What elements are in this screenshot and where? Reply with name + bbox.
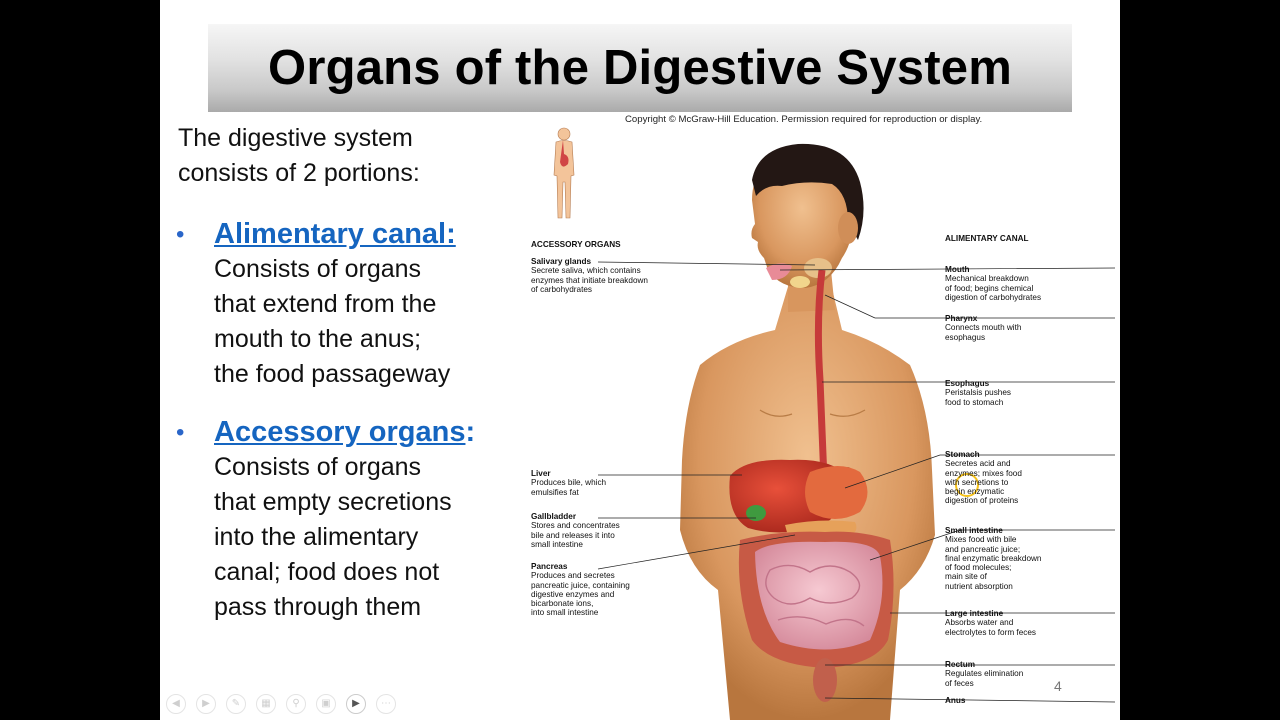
intro-line-1: The digestive system	[178, 124, 413, 152]
mini-figure-icon	[553, 127, 575, 219]
more-icon[interactable]: ⋯	[376, 694, 396, 714]
slide-title: Organs of the Digestive System	[268, 41, 1012, 95]
label-stomach: Stomach Secretes acid and enzymes; mixes…	[945, 450, 1022, 506]
label-pharynx: Pharynx Connects mouth with esophagus	[945, 314, 1022, 342]
bullet-alimentary-canal: • Alimentary canal: Consists of organs t…	[176, 217, 518, 392]
head	[751, 143, 864, 312]
bullet-colon: :	[465, 416, 476, 448]
label-pancreas: Pancreas Produces and secretes pancreati…	[531, 562, 630, 618]
small-intestine-shape	[755, 541, 883, 650]
bullet-heading: Alimentary canal:	[214, 218, 456, 250]
bullet-line: that extend from the	[214, 290, 437, 318]
intro-line-2: consists of 2 portions:	[178, 159, 420, 187]
bullet-line: the food passageway	[214, 360, 451, 388]
alimentary-canal-header: ALIMENTARY CANAL	[945, 234, 1029, 243]
cursor-highlight	[955, 473, 979, 497]
bullet-accessory-organs: • Accessory organs: Consists of organs t…	[176, 415, 518, 625]
label-esophagus: Esophagus Peristalsis pushes food to sto…	[945, 379, 1011, 407]
copyright-notice: Copyright © McGraw-Hill Education. Permi…	[625, 114, 983, 125]
label-small-intestine: Small intestine Mixes food with bile and…	[945, 526, 1042, 591]
gallbladder-shape	[746, 505, 766, 521]
zoom-icon[interactable]: ⚲	[286, 694, 306, 714]
presenter-toolbar: ◀ ▶ ✎ ▦ ⚲ ▣ ▶ ⋯	[166, 694, 396, 714]
bullet-dot: •	[176, 419, 185, 446]
subtitles-icon[interactable]: ▣	[316, 694, 336, 714]
label-salivary-glands: Salivary glands Secrete saliva, which co…	[531, 257, 648, 294]
esophagus-tube	[814, 269, 828, 481]
label-large-intestine: Large intestine Absorbs water and electr…	[945, 609, 1037, 637]
next-icon[interactable]: ▶	[196, 694, 216, 714]
prev-icon[interactable]: ◀	[166, 694, 186, 714]
label-gallbladder: Gallbladder Stores and concentrates bile…	[531, 512, 620, 549]
slides-icon[interactable]: ▦	[256, 694, 276, 714]
accessory-organs-header: ACCESSORY ORGANS	[531, 240, 621, 249]
stomach-shape	[805, 466, 868, 519]
label-rectum: Rectum Regulates elimination of feces	[945, 660, 1024, 688]
bullet-heading: Accessory organs	[214, 416, 466, 448]
title-bar: Organs of the Digestive System	[208, 24, 1072, 112]
text-column: The digestive system consists of 2 porti…	[176, 121, 518, 625]
bullet-dot: •	[176, 221, 185, 248]
slide: Organs of the Digestive System Copyright…	[160, 0, 1120, 720]
callout-lines	[597, 261, 1116, 703]
bullet-line: that empty secretions	[214, 488, 452, 516]
anatomy-illustration	[553, 127, 1116, 720]
label-liver: Liver Produces bile, which emulsifies fa…	[531, 469, 607, 497]
pen-icon[interactable]: ✎	[226, 694, 246, 714]
rectum-shape	[813, 658, 837, 702]
slide-number: 4	[1054, 678, 1062, 694]
camera-icon[interactable]: ▶	[346, 694, 366, 714]
bullet-line: pass through them	[214, 593, 422, 621]
bullet-line: into the alimentary	[214, 523, 419, 551]
bullet-line: canal; food does not	[214, 558, 440, 586]
bullet-line: Consists of organs	[214, 453, 422, 481]
bullet-line: mouth to the anus;	[214, 325, 422, 353]
label-mouth: Mouth Mechanical breakdown of food; begi…	[945, 265, 1042, 302]
digestive-system-figure: ACCESSORY ORGANS ALIMENTARY CANAL Saliva…	[530, 120, 1120, 720]
bullet-line: Consists of organs	[214, 255, 422, 283]
label-anus: Anus	[945, 696, 966, 705]
